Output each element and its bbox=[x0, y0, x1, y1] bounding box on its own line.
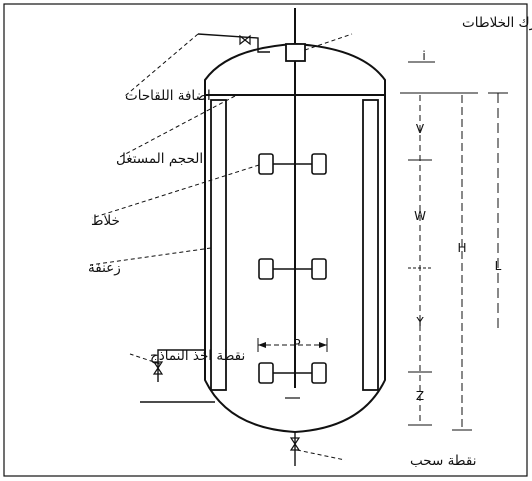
label-top-mark: i bbox=[422, 49, 425, 63]
leader-inoculum bbox=[124, 33, 199, 97]
dimension-column-vwyz bbox=[408, 95, 432, 426]
label-inoculum-addition: اضافة اللقاحات bbox=[125, 88, 211, 104]
label-h: H bbox=[457, 241, 466, 255]
dimension-l bbox=[488, 92, 508, 330]
inoculum-pipe bbox=[197, 33, 270, 53]
sampling-valve bbox=[152, 361, 164, 375]
leader-mixer bbox=[91, 164, 260, 219]
outlet-pipe bbox=[289, 432, 301, 466]
dimension-h bbox=[452, 95, 472, 431]
label-working-volume: الحجم المستغل bbox=[116, 151, 203, 167]
label-w: W bbox=[414, 209, 426, 223]
diagram-frame bbox=[3, 3, 528, 477]
vessel-body bbox=[204, 42, 386, 434]
outlet-valve bbox=[289, 437, 301, 451]
impeller-middle bbox=[258, 258, 327, 280]
impeller-top bbox=[258, 153, 327, 175]
leader-outlet bbox=[296, 449, 346, 461]
sampling-pipe bbox=[152, 349, 206, 382]
label-l: L bbox=[495, 259, 502, 273]
leader-stirrer-cover bbox=[304, 33, 353, 51]
label-y: Y bbox=[415, 315, 424, 329]
label-v: V bbox=[416, 122, 425, 136]
leader-working-volume bbox=[117, 95, 236, 159]
label-stirrer-cover: غطاء محرك الخلاطات bbox=[462, 15, 532, 31]
dimension-p bbox=[257, 338, 328, 352]
impeller-bottom bbox=[258, 362, 327, 384]
leader-baffle bbox=[89, 247, 212, 266]
label-p: P bbox=[293, 337, 300, 351]
leader-sampling bbox=[129, 353, 161, 365]
vessel bbox=[204, 42, 386, 434]
baffle-left bbox=[210, 99, 227, 391]
label-outlet-point: نقطة سحب bbox=[410, 453, 476, 469]
baffle-right bbox=[362, 99, 379, 391]
inoculum-valve bbox=[239, 34, 251, 46]
label-mixer: خلاط bbox=[91, 213, 120, 229]
label-sampling-point: نقطة اخذ النماذج bbox=[150, 348, 245, 364]
label-baffle: زعنفة bbox=[88, 260, 121, 276]
label-z: Z bbox=[416, 389, 424, 403]
stirrer-cover-box bbox=[285, 43, 306, 62]
